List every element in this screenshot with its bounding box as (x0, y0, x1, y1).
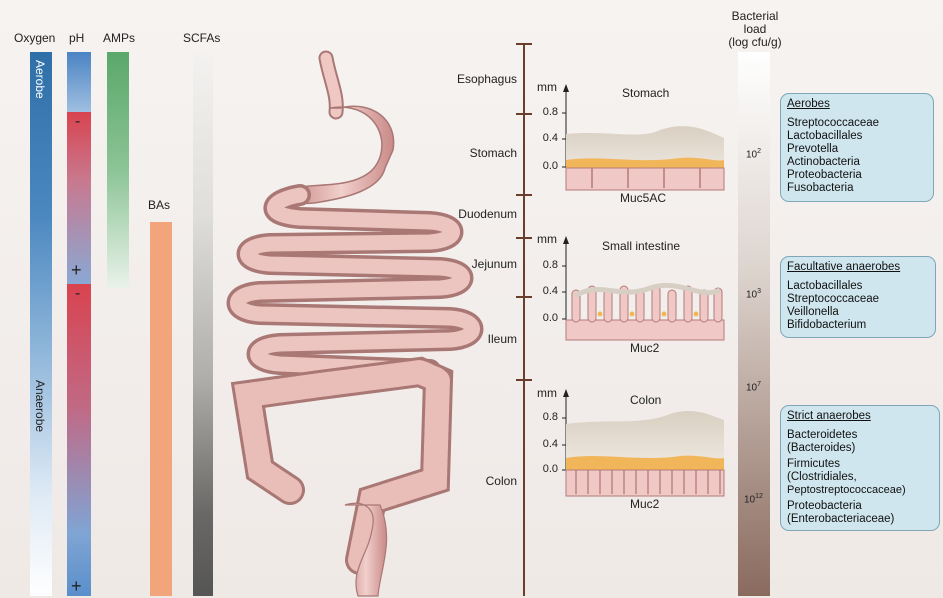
stomach-tick-0-0: 0.0 (528, 160, 558, 172)
aerobes-title: Aerobes (787, 98, 927, 111)
strict-anaerobes-title: Strict anaerobes (787, 410, 933, 423)
small-intestine-tick-0-4: 0.4 (528, 285, 558, 297)
colon-tick-0-8: 0.8 (528, 411, 558, 423)
colon-panel-title: Colon (630, 393, 661, 407)
segment-label-stomach: Stomach (427, 146, 517, 160)
small-intestine-panel-unit: mm (537, 232, 557, 246)
segment-label-duodenum: Duodenum (427, 207, 517, 221)
load-label-3-base: 10 (746, 382, 757, 393)
colon-tick-0-4: 0.4 (528, 438, 558, 450)
aerobes-box: Aerobes Streptococcaceae Lactobacillales… (780, 93, 934, 202)
small-intestine-tick-0-8: 0.8 (528, 259, 558, 271)
segment-label-colon: Colon (427, 474, 517, 488)
strict-anaerobes-item: Proteobacteria (787, 500, 933, 513)
load-label-1-base: 10 (746, 149, 757, 160)
aerobes-item: Fusobacteria (787, 182, 927, 195)
load-label-3: 107 (746, 381, 761, 393)
aerobes-item: Proteobacteria (787, 169, 927, 182)
facultative-anaerobes-title: Facultative anaerobes (787, 261, 929, 274)
load-label-2-exp: 3 (757, 288, 761, 295)
small-intestine-tick-0-0: 0.0 (528, 312, 558, 324)
load-label-1: 102 (746, 148, 761, 160)
load-label-1-exp: 2 (757, 148, 761, 155)
aerobes-item: Prevotella (787, 143, 927, 156)
stomach-mucin-label: Muc5AC (620, 191, 666, 205)
strict-anaerobes-box: Strict anaerobes Bacteroidetes (Bacteroi… (780, 405, 940, 531)
facultative-anaerobes-item: Veillonella (787, 306, 929, 319)
facultative-anaerobes-item: Streptococcaceae (787, 293, 929, 306)
strict-anaerobes-item: (Bacteroides) (787, 442, 933, 455)
strict-anaerobes-item: (Clostridiales, (787, 471, 933, 484)
segment-label-jejunum: Jejunum (427, 257, 517, 271)
strict-anaerobes-item: Peptostreptococcaceae) (787, 484, 933, 497)
stomach-tick-0-8: 0.8 (528, 106, 558, 118)
colon-shape (248, 372, 438, 560)
bacterial-load-header: Bacterial load (log cfu/g) (720, 10, 790, 49)
colon-panel-unit: mm (537, 386, 557, 400)
small-intestine-panel-title: Small intestine (602, 239, 680, 253)
colon-tick-0-0: 0.0 (528, 463, 558, 475)
load-label-2: 103 (746, 288, 761, 300)
bacterial-load-gradient-bar (738, 52, 770, 596)
segment-label-esophagus: Esophagus (427, 72, 517, 86)
facultative-anaerobes-box: Facultative anaerobes Lactobacillales St… (780, 256, 936, 338)
segment-label-ileum: Ileum (427, 332, 517, 346)
load-label-3-exp: 7 (757, 381, 761, 388)
aerobes-item: Actinobacteria (787, 156, 927, 169)
aerobes-item: Streptococcaceae (787, 117, 927, 130)
stomach-panel-title: Stomach (622, 86, 669, 100)
aerobes-item: Lactobacillales (787, 130, 927, 143)
facultative-anaerobes-item: Lactobacillales (787, 280, 929, 293)
small-intestine-mucin-label: Muc2 (630, 341, 659, 355)
strict-anaerobes-item: Firmicutes (787, 458, 933, 471)
load-label-4-base: 10 (744, 494, 755, 505)
facultative-anaerobes-item: Bifidobacterium (787, 319, 929, 332)
bacterial-load-header-line3: (log cfu/g) (720, 36, 790, 49)
strict-anaerobes-item: Bacteroidetes (787, 429, 933, 442)
load-label-4-exp: 12 (755, 493, 763, 500)
stomach-panel-unit: mm (537, 80, 557, 94)
load-label-4: 1012 (744, 493, 763, 505)
stomach-tick-0-4: 0.4 (528, 132, 558, 144)
colon-mucin-label: Muc2 (630, 497, 659, 511)
strict-anaerobes-item: (Enterobacteriaceae) (787, 513, 933, 526)
load-label-2-base: 10 (746, 289, 757, 300)
